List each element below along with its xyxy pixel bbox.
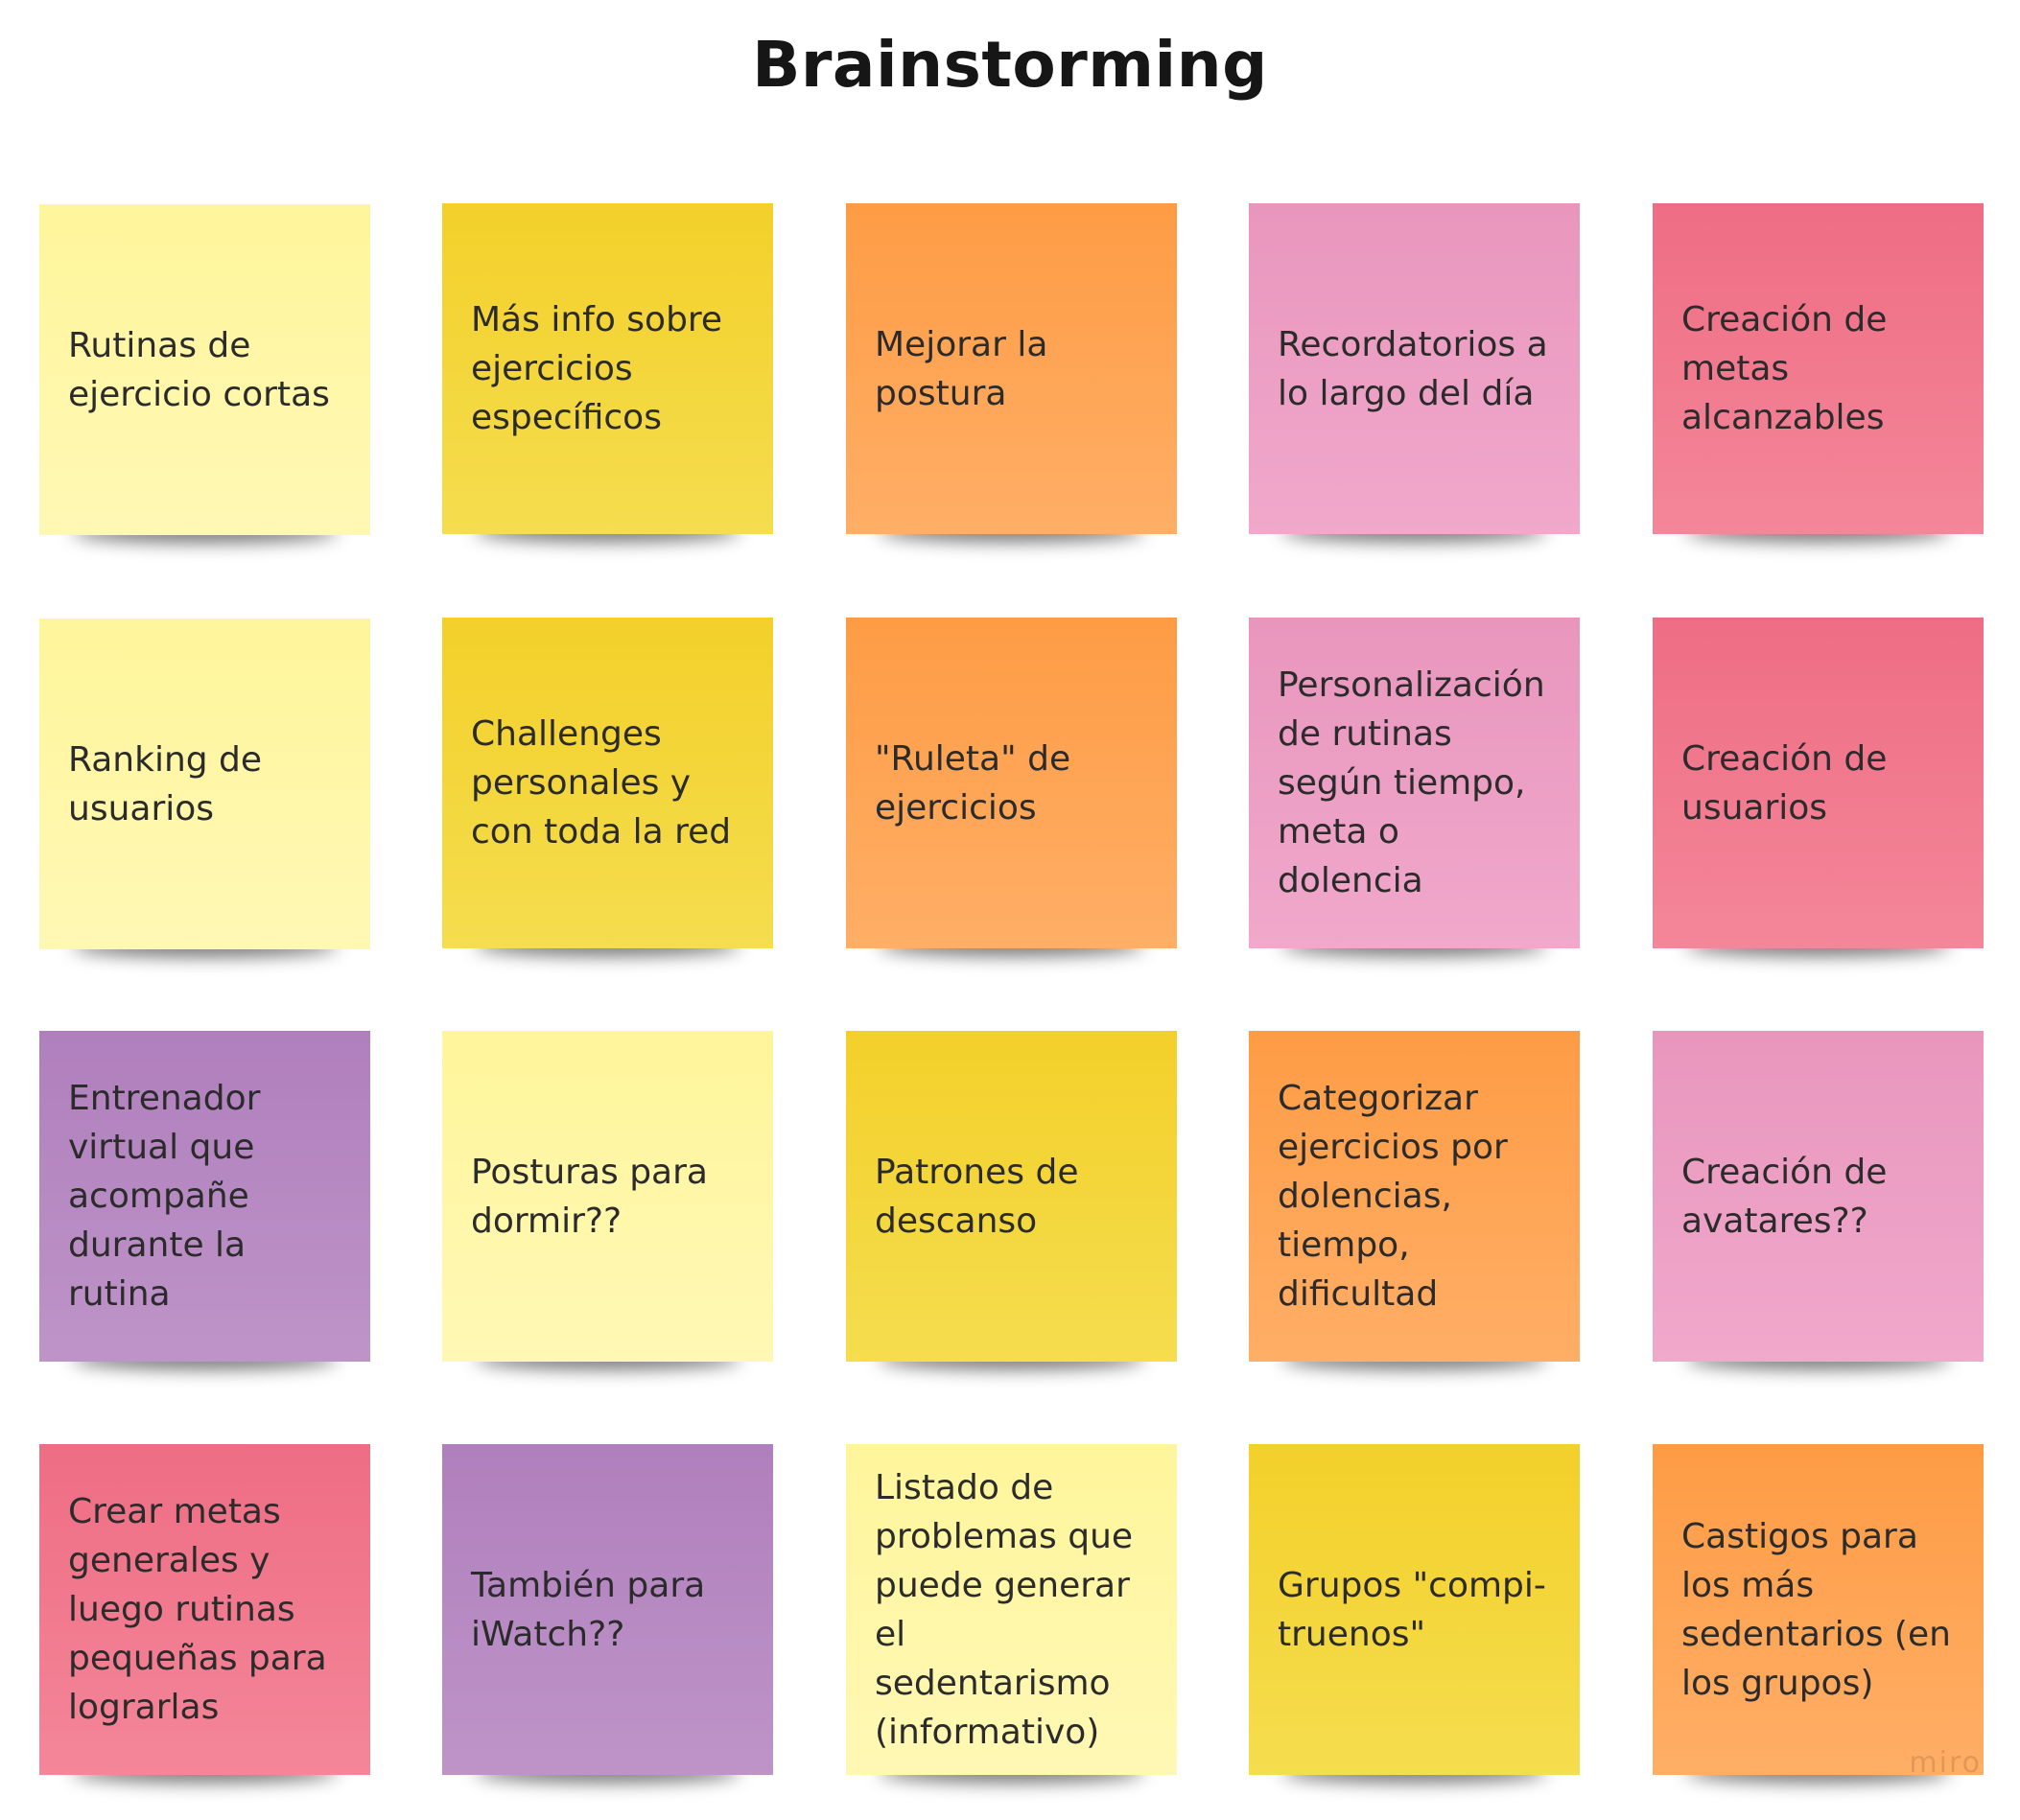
sticky-note-text: Mejorar la postura	[875, 324, 1048, 413]
sticky-note-text: Entrenador virtual que acompañe durante …	[68, 1079, 261, 1314]
sticky-note-text: Categorizar ejercicios por dolencias, ti…	[1278, 1079, 1508, 1314]
miro-watermark: miro	[1909, 1746, 1982, 1780]
sticky-note[interactable]: Grupos "compi- truenos"	[1249, 1444, 1580, 1775]
sticky-note[interactable]: Listado de problemas que puede generar e…	[846, 1444, 1177, 1775]
sticky-note-text: Creación de usuarios	[1681, 738, 1888, 828]
sticky-note-text: Rutinas de ejercicio cortas	[68, 325, 330, 414]
sticky-note[interactable]: "Ruleta" de ejercicios	[846, 618, 1177, 948]
sticky-note[interactable]: Personalización de rutinas según tiempo,…	[1249, 618, 1580, 948]
sticky-note[interactable]: Challenges personales y con toda la red	[442, 618, 773, 948]
sticky-note-text: Crear metas generales y luego rutinas pe…	[68, 1492, 327, 1727]
sticky-note-text: Listado de problemas que puede generar e…	[875, 1467, 1134, 1752]
sticky-note[interactable]: Mejorar la postura	[846, 203, 1177, 534]
sticky-note[interactable]: Posturas para dormir??	[442, 1031, 773, 1362]
sticky-note[interactable]: Castigos para los más sedentarios (en lo…	[1653, 1444, 1984, 1775]
sticky-note[interactable]: Entrenador virtual que acompañe durante …	[39, 1031, 370, 1362]
sticky-note-text: Grupos "compi- truenos"	[1278, 1565, 1546, 1654]
sticky-note[interactable]: Creación de usuarios	[1653, 618, 1984, 948]
sticky-note-text: Personalización de rutinas según tiempo,…	[1278, 665, 1545, 900]
sticky-note[interactable]: Categorizar ejercicios por dolencias, ti…	[1249, 1031, 1580, 1362]
sticky-note[interactable]: Patrones de descanso	[846, 1031, 1177, 1362]
sticky-note[interactable]: Ranking de usuarios	[39, 618, 370, 949]
sticky-note-text: Posturas para dormir??	[471, 1152, 708, 1241]
sticky-note[interactable]: Más info sobre ejercicios específicos	[442, 203, 773, 534]
sticky-note-text: Ranking de usuarios	[68, 739, 263, 828]
sticky-note-text: "Ruleta" de ejercicios	[875, 738, 1071, 828]
board-title: Brainstorming	[752, 28, 1268, 102]
sticky-note-text: Creación de avatares??	[1681, 1152, 1888, 1241]
sticky-note-text: Challenges personales y con toda la red	[471, 714, 732, 852]
sticky-note-text: También para iWatch??	[471, 1565, 706, 1654]
sticky-note[interactable]: Creación de metas alcanzables	[1653, 203, 1984, 534]
sticky-note[interactable]: Rutinas de ejercicio cortas	[39, 204, 370, 535]
sticky-note-text: Patrones de descanso	[875, 1152, 1079, 1241]
sticky-note[interactable]: Crear metas generales y luego rutinas pe…	[39, 1444, 370, 1775]
sticky-note-text: Más info sobre ejercicios específicos	[471, 300, 723, 437]
sticky-note[interactable]: También para iWatch??	[442, 1444, 773, 1775]
sticky-note[interactable]: Recordatorios a lo largo del día	[1249, 203, 1580, 534]
sticky-note-text: Castigos para los más sedentarios (en lo…	[1681, 1516, 1951, 1703]
sticky-note-text: Creación de metas alcanzables	[1681, 300, 1888, 437]
sticky-note-text: Recordatorios a lo largo del día	[1278, 324, 1548, 413]
sticky-note[interactable]: Creación de avatares??	[1653, 1031, 1984, 1362]
